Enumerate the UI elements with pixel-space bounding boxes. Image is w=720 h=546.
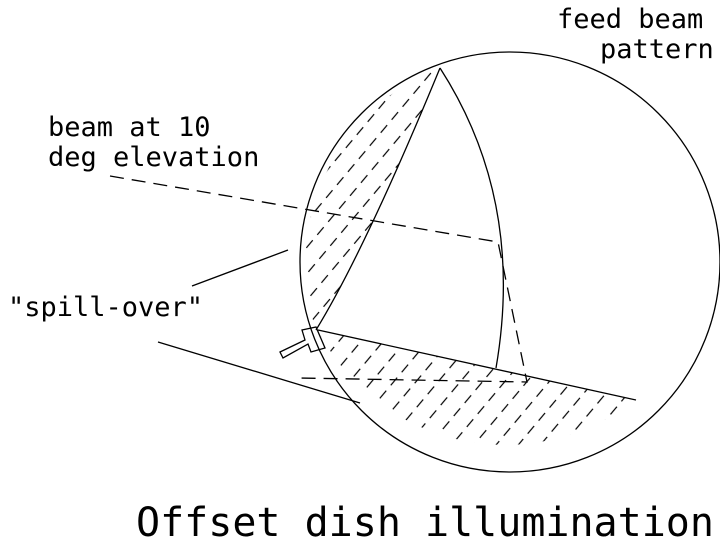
elevation-beam-outline [109, 175, 528, 383]
feed-horn-icon [279, 326, 326, 359]
beam-elevation-label-line2: deg elevation [48, 142, 259, 173]
feed-beam-label-line1: feed beam [557, 4, 703, 35]
feed-beam-circle [299, 51, 720, 473]
diagram-title: Offset dish illumination [136, 500, 714, 546]
dish-rim-arc [439, 67, 504, 369]
lower-band-edge [317, 329, 637, 401]
beam-elevation-label-line1: beam at 10 [48, 112, 211, 143]
spill-over-leader-lower [157, 341, 361, 404]
lower-spill-over-band [318, 330, 635, 445]
upper-spill-over-region [305, 68, 440, 330]
spill-over-leader-upper [191, 249, 289, 287]
spill-over-label: "spill-over" [8, 292, 203, 323]
upper-region-edge [315, 67, 441, 331]
feed-beam-label-line2: pattern [600, 34, 714, 65]
